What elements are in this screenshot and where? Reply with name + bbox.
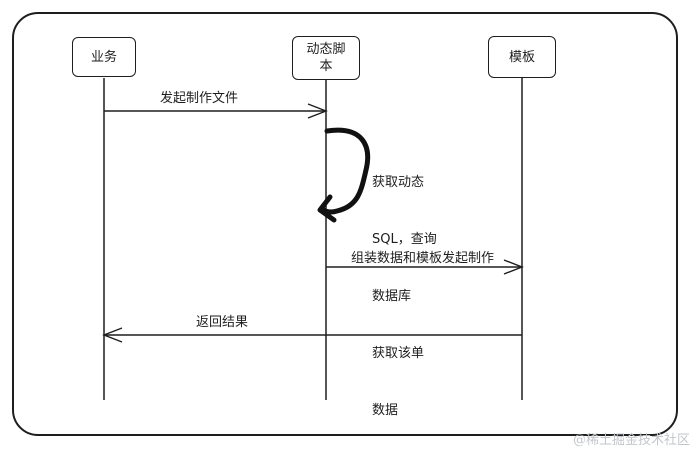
note-line-3: 数据库: [372, 289, 412, 304]
actor-script-label: 动态脚本: [306, 42, 346, 74]
note-line-5: 数据: [372, 403, 399, 418]
note-line-4: 获取该单: [372, 346, 425, 361]
self-call-note: 获取动态 SQL，查询 数据库 获取该单 数据: [372, 135, 437, 458]
actor-business-label: 业务: [90, 49, 117, 65]
message-result: 返回结果: [196, 315, 249, 330]
actor-script: 动态脚本: [292, 36, 360, 80]
self-loop-arrowhead: [317, 194, 337, 223]
note-line-1: 获取动态: [372, 175, 425, 190]
actor-business: 业务: [72, 37, 136, 77]
arrowhead-result: [102, 327, 123, 343]
actor-template: 模板: [488, 36, 556, 78]
watermark: @稀土掘金技术社区: [572, 433, 690, 448]
actor-template-label: 模板: [508, 49, 535, 65]
self-loop-arrow: [319, 127, 371, 215]
arrowhead-initiate: [307, 103, 328, 119]
diagram-frame: [12, 12, 678, 436]
arrowhead-assemble: [503, 259, 524, 275]
message-assemble: 组装数据和模板发起制作: [351, 251, 495, 266]
message-initiate: 发起制作文件: [160, 91, 239, 106]
note-line-2: SQL，查询: [372, 232, 437, 247]
